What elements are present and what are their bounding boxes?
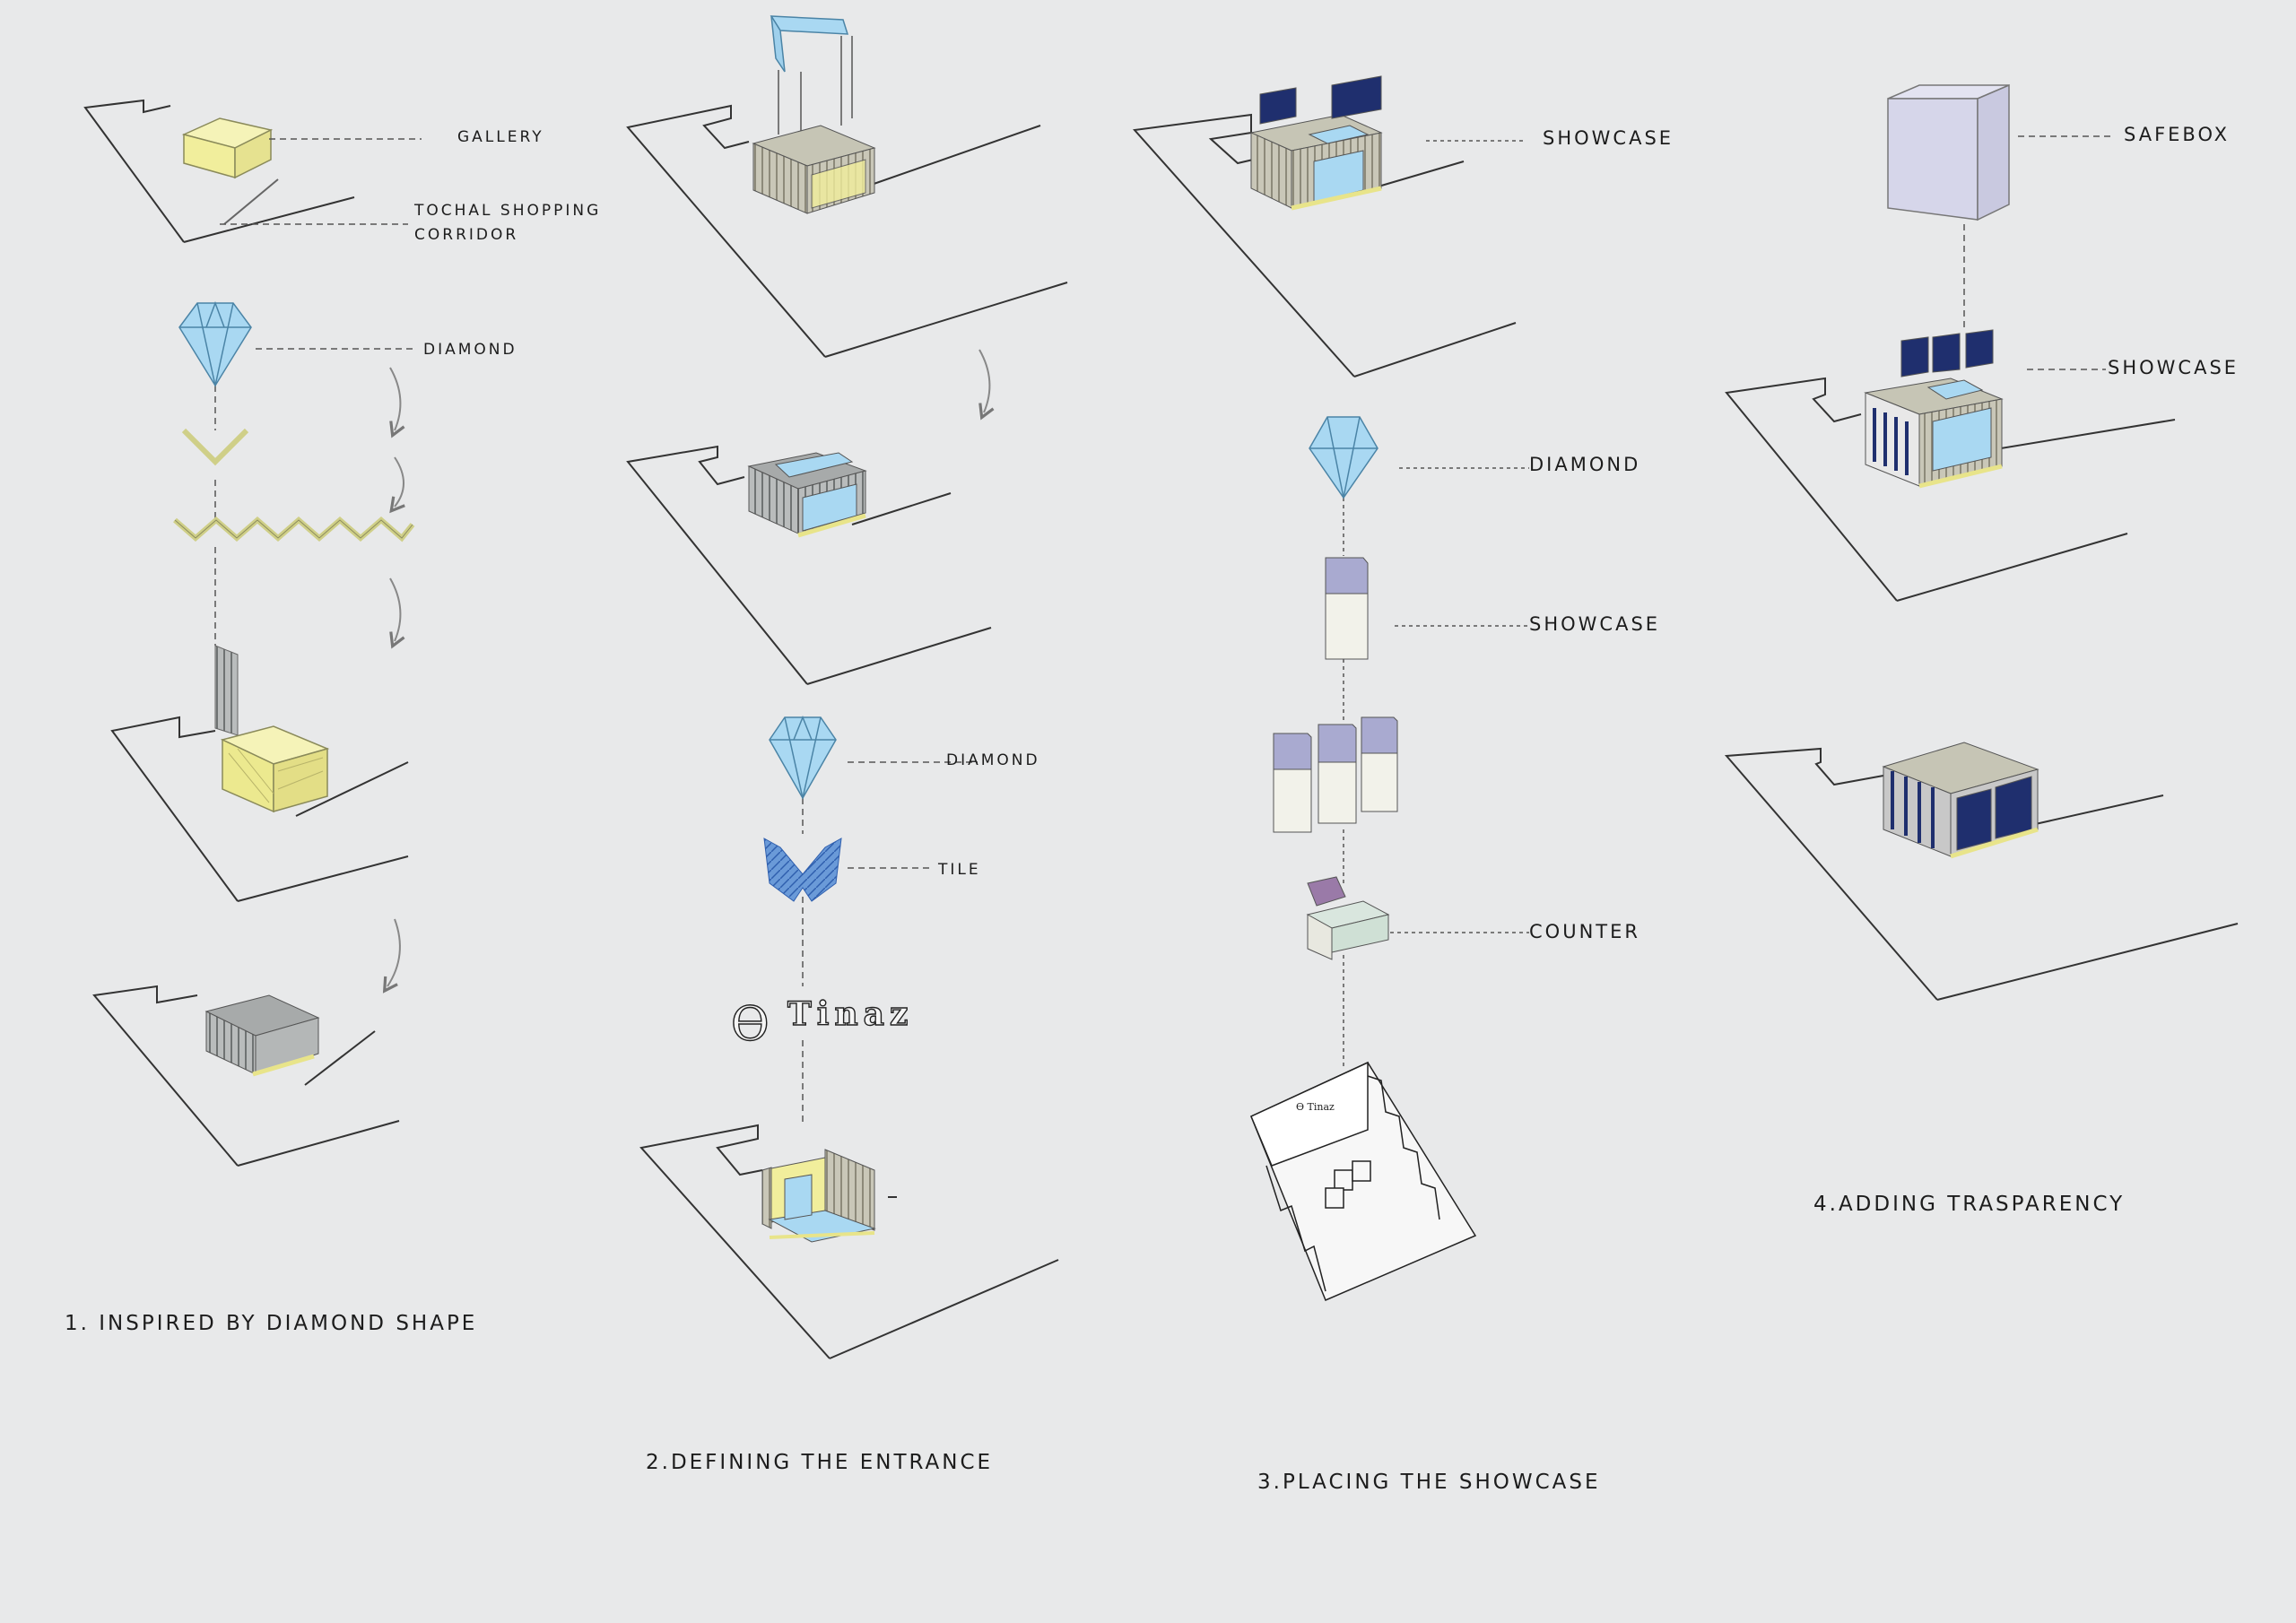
ribbed-gallery-2b — [747, 452, 867, 538]
label-gallery: GALLERY — [457, 128, 544, 146]
leaders-col1 — [214, 138, 422, 646]
site-outline-1c — [92, 985, 400, 1167]
label-showcase-mid: SHOWCASE — [1529, 613, 1661, 635]
brand-logo-mark: Ɵ — [731, 998, 770, 1052]
label-tile: TILE — [938, 861, 981, 879]
diamond-shape-1 — [178, 300, 252, 387]
showcase-unit-group — [1273, 716, 1398, 833]
v-fold-shape — [181, 428, 249, 466]
diamond-shape-2 — [769, 715, 837, 800]
label-safebox: SAFEBOX — [2124, 124, 2231, 145]
zigzag-shape — [173, 516, 415, 542]
flow-arrows-col1 — [382, 367, 405, 994]
interior-perspective: Ɵ Tinaz — [1250, 1061, 1477, 1301]
label-diamond-1: DIAMOND — [423, 341, 517, 359]
label-showcase-top: SHOWCASE — [1543, 127, 1674, 149]
ribbed-gallery-1c — [204, 994, 320, 1077]
step-title-4: 4.adding trasparency — [1813, 1193, 2126, 1216]
site-outline-2a — [626, 104, 1068, 358]
showcase-gallery-4a — [1864, 329, 2004, 489]
site-outline-4b — [1724, 747, 2239, 1001]
label-diamond-2: DIAMOND — [946, 751, 1040, 769]
ribbed-wall-1 — [214, 645, 239, 736]
canopy-2a — [770, 15, 853, 135]
safebox-cube — [1887, 83, 2010, 221]
gallery-box-hatched — [220, 725, 330, 813]
entrance-room-2c — [761, 1149, 876, 1243]
step-title-3: 3.placing the showcase — [1257, 1471, 1601, 1494]
label-tochal-line2: CORRIDOR — [414, 226, 519, 244]
site-outline-2b — [626, 445, 992, 685]
ribbed-gallery-2a — [752, 125, 876, 214]
showcase-unit-single — [1325, 557, 1369, 660]
site-outline-1 — [83, 99, 355, 243]
label-diamond-3: DIAMOND — [1529, 454, 1641, 475]
leaders-col2 — [802, 761, 978, 1125]
leaders-col3 — [1343, 140, 1529, 1067]
site-outline-2c — [639, 1124, 1059, 1359]
gallery-box — [181, 117, 274, 179]
flow-arrow-col2 — [978, 349, 995, 421]
site-outline-1b — [110, 716, 409, 902]
leaders-col4 — [1963, 135, 2115, 370]
counter-unit — [1306, 876, 1390, 960]
brand-logo-text: Tinaz — [787, 994, 914, 1033]
label-counter: COUNTER — [1529, 921, 1640, 942]
transparent-gallery-4b — [1882, 742, 2039, 859]
step-title-2: 2.defining the entrance — [646, 1451, 994, 1474]
svg-text:Ɵ Tinaz: Ɵ Tinaz — [1296, 1101, 1335, 1113]
label-showcase-right: SHOWCASE — [2108, 357, 2239, 378]
tile-pattern — [763, 838, 842, 902]
label-tochal-line1: TOCHAL SHOPPING — [414, 202, 602, 220]
diamond-shape-3 — [1309, 416, 1378, 499]
showcase-gallery-3a — [1249, 75, 1383, 211]
step-title-1: 1. Inspired by diamond shape — [65, 1312, 478, 1335]
